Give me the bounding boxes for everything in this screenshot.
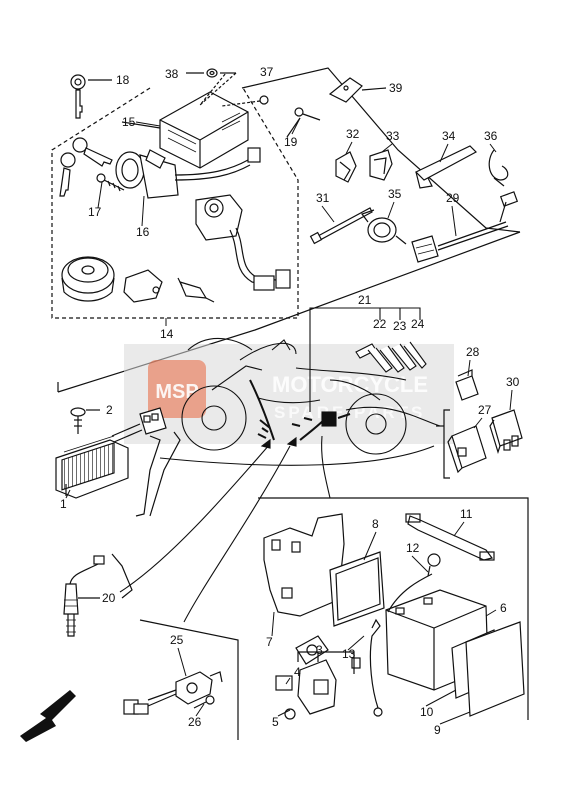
label-26: 26 bbox=[188, 715, 202, 729]
label-29: 29 bbox=[446, 191, 460, 205]
sidestand-switch-group bbox=[123, 619, 239, 740]
battery-group bbox=[258, 497, 529, 720]
starter-relay-3 bbox=[275, 635, 337, 720]
label-27: 27 bbox=[478, 403, 492, 417]
label-31: 31 bbox=[316, 191, 330, 205]
washer-38 bbox=[206, 68, 218, 78]
label-30: 30 bbox=[506, 375, 520, 389]
label-39: 39 bbox=[389, 81, 403, 95]
clamp-32 bbox=[335, 151, 357, 183]
label-17: 17 bbox=[88, 205, 102, 219]
label-23: 23 bbox=[393, 319, 407, 333]
battery-cover-8 bbox=[329, 551, 385, 627]
label-24: 24 bbox=[411, 317, 425, 331]
label-32: 32 bbox=[346, 127, 360, 141]
label-21: 21 bbox=[358, 293, 372, 307]
seat-lock bbox=[195, 194, 291, 291]
watermark-brand-line1: MOTORCYCLE bbox=[272, 372, 428, 397]
watermark-logo: MSP bbox=[155, 381, 198, 403]
part-number-labels: 18 38 37 39 15 19 32 33 34 36 17 16 31 3… bbox=[60, 65, 520, 737]
motorcycle-outline bbox=[159, 337, 441, 466]
battery-cable-13 bbox=[351, 618, 383, 717]
relay-28 bbox=[455, 369, 479, 401]
key-set-group bbox=[51, 68, 321, 319]
helmet-lock bbox=[123, 269, 163, 303]
label-2: 2 bbox=[106, 403, 113, 417]
neutral-switch-group bbox=[63, 553, 133, 637]
watermark: MSP MOTORCYCLE SPARE PARTS bbox=[124, 344, 454, 444]
screw-26 bbox=[193, 695, 215, 709]
battery-cable-12 bbox=[387, 553, 441, 613]
bolt-2 bbox=[70, 407, 86, 434]
front-wheel bbox=[181, 385, 247, 451]
label-34: 34 bbox=[442, 129, 456, 143]
key-icon bbox=[59, 137, 113, 197]
sidestand-switch bbox=[123, 671, 223, 715]
screw-17 bbox=[96, 173, 125, 192]
label-9: 9 bbox=[434, 723, 441, 737]
bracket-39 bbox=[328, 77, 363, 103]
leader-lines bbox=[119, 435, 331, 623]
rectifier-regulator bbox=[55, 435, 129, 499]
relay-group bbox=[436, 369, 523, 479]
key-icon bbox=[70, 74, 86, 119]
fuel-cap bbox=[61, 256, 115, 302]
label-12: 12 bbox=[406, 541, 420, 555]
rear-wheel bbox=[345, 393, 407, 455]
label-36: 36 bbox=[484, 129, 498, 143]
label-38: 38 bbox=[165, 67, 179, 81]
label-5: 5 bbox=[272, 715, 279, 729]
relay-30 bbox=[489, 409, 523, 454]
fuse-icon bbox=[355, 341, 427, 373]
label-14: 14 bbox=[160, 327, 174, 341]
label-37: 37 bbox=[260, 65, 274, 79]
label-28: 28 bbox=[466, 345, 480, 359]
label-22: 22 bbox=[373, 317, 387, 331]
clamp-33 bbox=[369, 149, 393, 181]
bolt-37 bbox=[221, 95, 269, 107]
label-leaders bbox=[65, 117, 513, 725]
harness-route bbox=[249, 379, 275, 441]
dashed-boundary-14 bbox=[51, 87, 299, 319]
label-25: 25 bbox=[170, 633, 184, 647]
ignition-switch bbox=[115, 147, 261, 199]
label-4: 4 bbox=[294, 665, 301, 679]
label-15: 15 bbox=[122, 115, 136, 129]
label-16: 16 bbox=[136, 225, 150, 239]
label-33: 33 bbox=[386, 129, 400, 143]
band-34 bbox=[414, 145, 477, 189]
relay-27 bbox=[447, 425, 487, 474]
label-3: 3 bbox=[316, 643, 323, 657]
label-1: 1 bbox=[60, 497, 67, 511]
sub-harness-29 bbox=[411, 191, 519, 263]
lock-cylinder bbox=[177, 277, 215, 303]
cdi-unit-on-bike bbox=[321, 411, 337, 427]
cable-tie-36 bbox=[488, 149, 509, 187]
neutral-switch bbox=[63, 555, 105, 637]
battery-band-11 bbox=[405, 513, 495, 561]
label-13: 13 bbox=[342, 647, 356, 661]
label-11: 11 bbox=[460, 507, 473, 521]
label-6: 6 bbox=[500, 601, 507, 615]
label-10: 10 bbox=[420, 705, 434, 719]
rectifier-regulator-group bbox=[55, 407, 181, 517]
battery-pad-9 bbox=[465, 621, 525, 717]
clamp-35 bbox=[361, 209, 407, 245]
regulator-connector bbox=[111, 407, 167, 443]
label-7: 7 bbox=[266, 635, 273, 649]
label-19: 19 bbox=[284, 135, 298, 149]
control-unit bbox=[159, 91, 249, 169]
label-20: 20 bbox=[102, 591, 116, 605]
label-8: 8 bbox=[372, 517, 379, 531]
label-18: 18 bbox=[116, 73, 130, 87]
screw-19 bbox=[294, 107, 321, 121]
cable-tie-31 bbox=[309, 207, 373, 245]
front-direction-arrow-icon bbox=[20, 690, 76, 742]
fuse-group bbox=[309, 307, 427, 412]
label-35: 35 bbox=[388, 187, 402, 201]
harness-parts-group bbox=[57, 67, 521, 393]
